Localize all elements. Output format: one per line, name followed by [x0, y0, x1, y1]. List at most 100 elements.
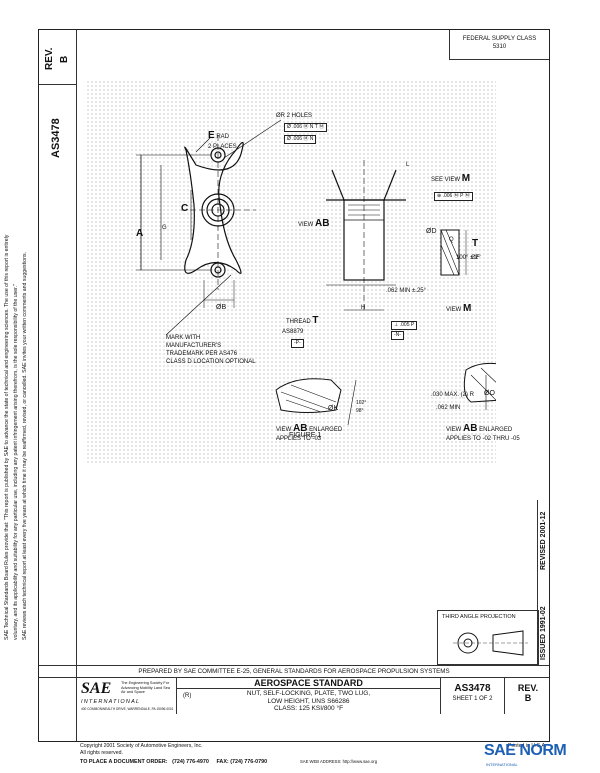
label-view-ab: VIEW AB [298, 218, 330, 229]
thread-text: THREAD [286, 319, 311, 325]
order-phone: (724) 776-4970 [172, 759, 209, 765]
view-enl-2-post: ENLARGED [479, 427, 513, 433]
view-m-letter: M [463, 303, 472, 314]
rev-value: B [59, 55, 70, 63]
tolerance-frame-3: ⊕ .006 Ⓜ P Ⓜ [434, 192, 473, 201]
rev-cell: REV. B [39, 30, 77, 85]
view-enl-1-ab: AB [293, 423, 308, 434]
view-enl-2-ab: AB [463, 423, 478, 434]
label-d: ØD [426, 228, 437, 235]
drawing-area: E RAD 2 PLACES ØR 2 HOLES Ø .006 Ⓜ N T Ⓜ… [86, 80, 520, 465]
copyright: Copyright 2001 Society of Automotive Eng… [80, 743, 203, 749]
label-view-enlarged-1: VIEW AB ENLARGED [276, 423, 343, 434]
label-view-enlarged-2: VIEW AB ENLARGED [446, 423, 513, 434]
label-applies-1: APPLIES TO -03 [276, 436, 322, 442]
fsc-value: 5310 [492, 44, 507, 50]
enlarged-view-1 [275, 378, 357, 426]
label-g: G [162, 225, 167, 231]
order-fax: FAX: (724) 776-0790 [216, 759, 268, 765]
rev-label-bottom: REV. [517, 683, 539, 693]
sae-address: 400 COMMONWEALTH DRIVE, WARRENDALE, PA 1… [81, 707, 174, 711]
view-ab-text: VIEW [298, 222, 314, 228]
third-angle-icon [453, 630, 528, 656]
tolerance-frame-1: Ø .006 Ⓜ N T Ⓜ [284, 123, 328, 132]
sae-international: INTERNATIONAL [81, 699, 141, 705]
tolerance-frame-4: ⊥ .005 P [391, 321, 418, 330]
web-note: SAE WEB ADDRESS: http://www.sae.org [300, 759, 378, 764]
watermark: SAE NORM INTERNATIONAL [482, 740, 597, 770]
aerospace-standard: AEROSPACE STANDARD [177, 678, 440, 689]
order-label: TO PLACE A DOCUMENT ORDER: [80, 759, 168, 765]
see-view-m: M [461, 173, 471, 184]
label-angle: 100° ± 2° [456, 255, 481, 261]
disclaimer-line-2: voluntary, and its applicability and sui… [13, 284, 19, 640]
drawing-sheet: REV. B AS3478 FEDERAL SUPPLY CLASS 5310 [38, 29, 550, 742]
label-e-rad: E RAD [208, 131, 230, 141]
view-ab-letters: AB [315, 218, 330, 229]
label-t: T [472, 238, 479, 249]
datum-p: -P- [291, 339, 304, 348]
title-line-2: LOW HEIGHT, UNS S66286 [267, 697, 350, 705]
thread-t: T [312, 315, 319, 326]
label-deg2: 98° [356, 408, 364, 414]
label-k: ØK [328, 405, 339, 412]
prepared-by-text: PREPARED BY SAE COMMITTEE E-25, GENERAL … [138, 668, 450, 675]
fsc-label: FEDERAL SUPPLY CLASS [462, 36, 537, 42]
doc-number-vertical: AS3478 [50, 118, 62, 158]
disclaimer-line-3: SAE reviews each technical report at lea… [22, 252, 28, 640]
label-view-m: VIEW M [446, 303, 472, 314]
doc-number-cell: AS3478 SHEET 1 OF 2 [441, 678, 505, 714]
label-c: C [181, 203, 189, 214]
label-see-view: SEE VIEW M [431, 173, 471, 184]
label-o: ØO [484, 390, 495, 397]
issued-date: ISSUED 1991-02 [540, 606, 547, 660]
label-q: Q [449, 237, 454, 243]
left-strip [39, 30, 77, 741]
title-block: PREPARED BY SAE COMMITTEE E-25, GENERAL … [39, 665, 549, 741]
label-trademark: TRADEMARK PER AS476 [166, 351, 238, 357]
view-m [440, 229, 467, 276]
enlarged-view-2 [463, 362, 496, 410]
sheet-number: SHEET 1 OF 2 [452, 696, 493, 702]
rev-value-bottom: B [524, 693, 532, 703]
see-view-text: SEE VIEW [431, 177, 461, 183]
order-line: TO PLACE A DOCUMENT ORDER: (724) 776-497… [80, 759, 267, 765]
tolerance-frame-2: Ø .006 Ⓜ N [284, 135, 317, 144]
label-deg1: 102° [356, 400, 367, 406]
watermark-sub: INTERNATIONAL [486, 762, 518, 767]
view-enl-1-pre: VIEW [276, 427, 292, 433]
label-l: L [406, 162, 410, 168]
aerospace-standard-cell: AEROSPACE STANDARD (R) NUT, SELF-LOCKING… [177, 678, 441, 714]
label-places: 2 PLACES [208, 144, 237, 150]
label-a: A [136, 228, 144, 239]
label-dot062: .062 MIN ±.25° [386, 288, 427, 294]
sae-org-text: The Engineering Society For Advancing Mo… [121, 681, 170, 694]
revision-mark: (R) [183, 693, 192, 699]
nut-plate-side-view [326, 160, 406, 311]
title-line-1: NUT, SELF-LOCKING, PLATE, TWO LUG, [246, 690, 371, 697]
view-enl-1-post: ENLARGED [309, 427, 343, 433]
view-m-text: VIEW [446, 307, 462, 313]
rad-suffix: RAD [216, 134, 230, 140]
rights: All rights reserved. [80, 750, 123, 756]
view-enl-2-pre: VIEW [446, 427, 462, 433]
revised-date: REVISED 2001-12 [540, 511, 547, 570]
rev-label: REV. [44, 47, 55, 70]
disclaimer-line-1: SAE Technical Standards Board Rules prov… [4, 234, 10, 640]
label-f: ØF [471, 255, 480, 261]
nut-plate-top-view [136, 119, 282, 336]
datum-n: -N- [391, 331, 404, 340]
label-h: H [361, 305, 366, 311]
third-angle-label: THIRD ANGLE PROJECTION [442, 614, 516, 620]
label-applies-2: APPLIES TO -02 THRU -05 [446, 436, 520, 442]
doc-number: AS3478 [454, 683, 491, 694]
technical-drawing [136, 119, 496, 426]
right-strip [537, 500, 549, 665]
label-holes: ØR 2 HOLES [276, 113, 313, 119]
label-b: ØB [216, 304, 227, 311]
label-mark-with: MARK WITH [166, 335, 201, 341]
federal-supply-class-box: FEDERAL SUPPLY CLASS 5310 [449, 30, 549, 60]
label-manufacturers: MANUFACTURER'S [166, 343, 222, 349]
label-dim062: .062 MIN [436, 405, 461, 411]
rev-cell-bottom: REV. B [505, 678, 551, 714]
